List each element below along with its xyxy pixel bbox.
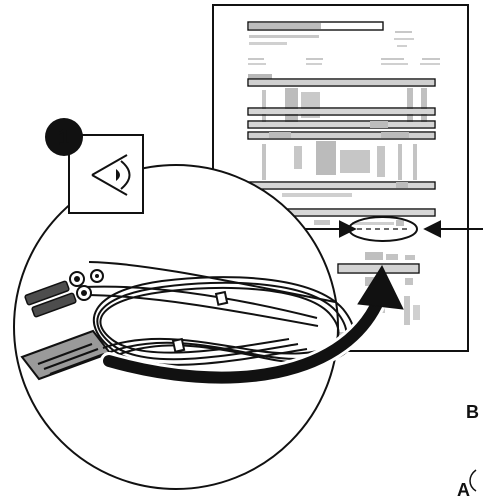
connector-lugs: [24, 269, 104, 318]
step-callout: 1: [45, 118, 144, 214]
probe-assembly: [20, 261, 356, 381]
eye-icon: [91, 154, 131, 196]
label-b: B: [466, 402, 479, 422]
step-number: 1: [58, 125, 70, 150]
curved-arrow-icon: [100, 264, 404, 387]
label-a-bracket: [469, 469, 477, 492]
label-a: A: [457, 480, 470, 498]
sensor-pad: [20, 329, 112, 381]
magnifier-view: [13, 164, 339, 490]
magnifier-circle: [13, 164, 339, 490]
target-ellipse: [348, 216, 418, 242]
document-band-2: [247, 107, 436, 140]
eye-box: [68, 134, 144, 214]
step-badge: [45, 118, 83, 156]
document-band-3: [247, 141, 436, 190]
document-header: [247, 21, 440, 79]
document-band-1: [247, 78, 436, 126]
